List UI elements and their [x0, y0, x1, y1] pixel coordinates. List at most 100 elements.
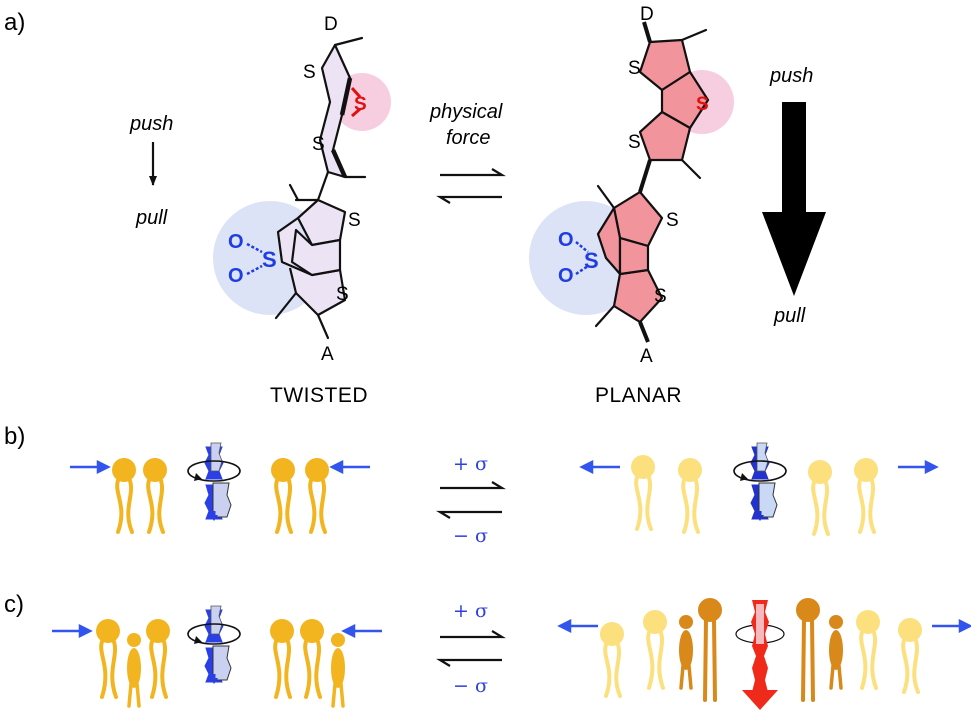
- lipid-tail: [868, 476, 876, 534]
- probe-lower-face: [212, 645, 232, 681]
- compression-arrow: [52, 623, 93, 639]
- lipid-tail: [603, 640, 612, 698]
- lipid-tail: [646, 628, 655, 690]
- lipid-tail: [822, 478, 830, 536]
- sulfur-atom: S: [666, 210, 679, 231]
- lipid-head: [678, 458, 702, 482]
- lipid-head: [305, 458, 329, 482]
- probe-upper-face: [756, 442, 769, 472]
- bold-bond: [330, 149, 348, 178]
- compression-arrow: [557, 618, 598, 634]
- lipid-head: [271, 458, 295, 482]
- rotation-arrowhead: [194, 636, 202, 644]
- methyl: [680, 158, 702, 180]
- lipid-tail: [110, 637, 118, 699]
- lipid-tail: [811, 478, 820, 536]
- lipid-tail: [308, 476, 317, 534]
- oxygen-atom: O: [558, 229, 574, 251]
- methyl: [274, 291, 298, 320]
- lipid-head: [112, 458, 136, 482]
- planar-ring: [618, 236, 650, 276]
- red-bond: [351, 107, 361, 118]
- compression-arrow: [329, 459, 370, 475]
- sulfur-atom-red: S: [354, 94, 367, 115]
- lipid-tail: [703, 618, 717, 702]
- lipid-tail: [331, 682, 345, 708]
- panel-label-b: b): [4, 423, 25, 450]
- lipid-tail: [319, 476, 327, 534]
- lipid-head: [854, 458, 878, 482]
- lipid-tail: [859, 628, 868, 690]
- methyl: [288, 183, 300, 202]
- lipid-tail: [284, 637, 292, 699]
- lipid-head: [143, 458, 167, 482]
- donor-label: D: [640, 4, 654, 25]
- lipid-head: [331, 633, 345, 647]
- acceptor-label: A: [640, 346, 653, 367]
- compression-arrow: [898, 459, 939, 475]
- probe-upper-face: [210, 605, 223, 635]
- compression-arrow: [579, 459, 620, 475]
- twisted-molecule: D S S S S S A S O O: [213, 14, 391, 365]
- oxygen-atom: O: [228, 265, 244, 287]
- lipid-body: [331, 648, 345, 688]
- lipid-tail: [303, 637, 312, 699]
- lipid-tail: [149, 637, 158, 699]
- probe-lower-face: [212, 482, 232, 518]
- probe-upper-face: [210, 442, 223, 472]
- donor-label: D: [324, 14, 338, 35]
- lipid-head: [643, 610, 667, 634]
- lipid-tail: [314, 637, 322, 699]
- minus-sigma-label: − σ: [453, 525, 488, 547]
- lipid-tail: [679, 664, 693, 690]
- planar-molecule: D S S S S S A S O O: [529, 4, 734, 367]
- lipid-head: [829, 615, 843, 629]
- acceptor-label: A: [321, 344, 334, 365]
- methyl: [680, 28, 708, 42]
- bold-bond: [642, 21, 652, 43]
- sulfur-atom: S: [628, 58, 641, 79]
- minus-sigma-label: − σ: [453, 675, 488, 697]
- lipid-head: [270, 619, 294, 643]
- lipid-tail: [126, 476, 134, 534]
- lipid-head: [146, 619, 170, 643]
- lipid-tail: [870, 628, 878, 690]
- lipid-head: [698, 598, 722, 622]
- left-push-label: push: [129, 113, 173, 135]
- lipid-tail: [614, 640, 622, 698]
- lipid-head: [631, 455, 655, 479]
- right-pull-label: pull: [773, 305, 806, 327]
- lipid-tail: [829, 664, 843, 690]
- lipid-tail: [912, 636, 920, 694]
- lipid-tail: [857, 476, 866, 534]
- lipid-head: [856, 610, 880, 634]
- rotation-arrowhead: [740, 473, 748, 481]
- lipid-tail: [274, 476, 283, 534]
- probe-tip: [756, 515, 764, 521]
- lipid-head: [679, 615, 693, 629]
- forward-arrow: [440, 168, 506, 177]
- planar-ring: [660, 70, 710, 130]
- sulfone-sulfur: S: [584, 248, 599, 273]
- lipid-tail: [115, 476, 124, 534]
- bond: [316, 313, 330, 340]
- probe-face: [756, 604, 764, 644]
- bold-bond: [638, 159, 652, 193]
- force-label-line1: physical: [429, 101, 503, 123]
- lipid-tail: [801, 618, 815, 702]
- force-label-line2: force: [446, 127, 490, 149]
- plus-sigma-label: + σ: [453, 600, 488, 622]
- methyl: [594, 304, 616, 328]
- sulfur-atom: S: [303, 62, 316, 83]
- sulfone-sulfur: S: [262, 247, 277, 272]
- lipid-tail: [681, 476, 690, 534]
- lipid-tail: [146, 476, 155, 534]
- lipid-body: [127, 648, 141, 688]
- sulfur-atom: S: [654, 286, 667, 307]
- planar-probe-tip: [742, 690, 778, 710]
- sulfur-atom: S: [628, 132, 641, 153]
- lipid-tail: [273, 637, 282, 699]
- red-bond: [350, 87, 362, 98]
- planar-ring: [596, 206, 622, 276]
